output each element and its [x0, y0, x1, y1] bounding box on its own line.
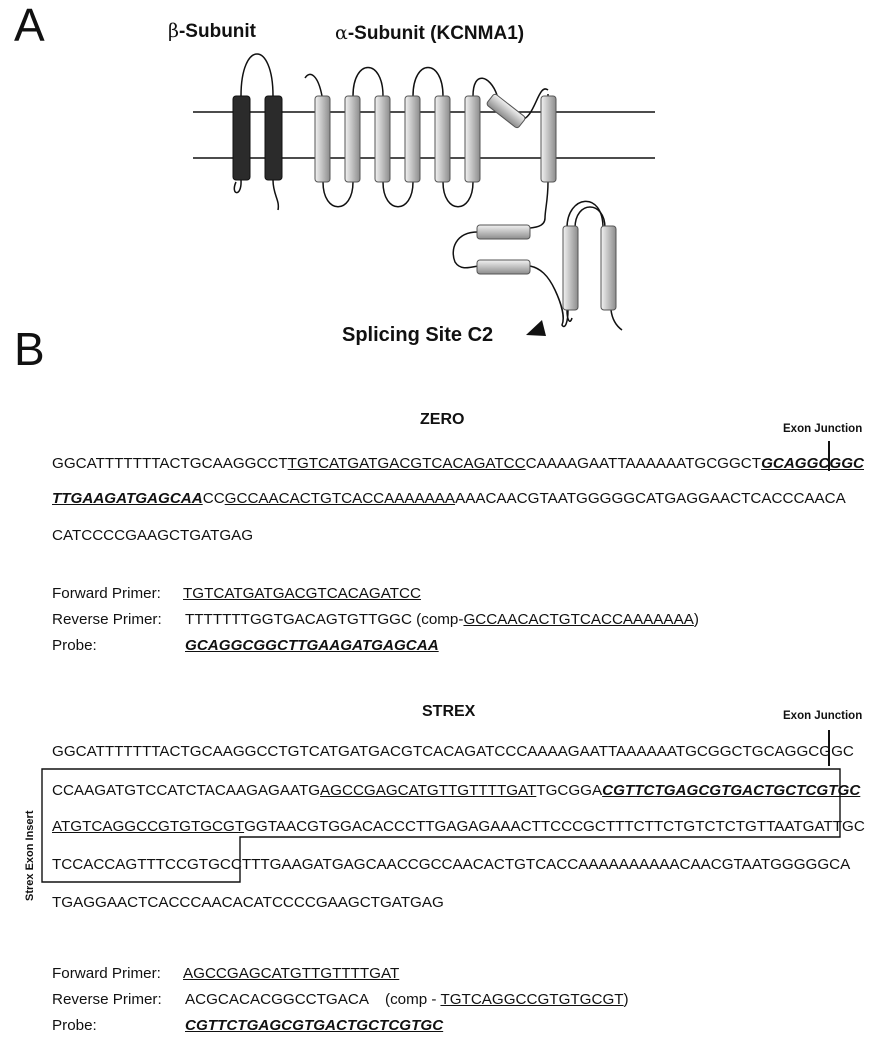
zero-probe-seq: GCAGGCGGCTTGAAGATGAGCAA [185, 637, 439, 654]
strex-seq-4b: TTGAAGATGAGCAACCGCCAACACTGTCACCAAAAAAAAA… [251, 856, 851, 873]
rck-helix-upper [476, 224, 531, 240]
zero-seq-line-2: TTGAAGATGAGCAACCGCCAACACTGTCACCAAAAAAAAA… [52, 490, 846, 507]
c-terminal-loops [452, 200, 623, 331]
zero-probe-site-1: GCAGGCGGC [761, 455, 865, 472]
alpha-helix-s4 [434, 95, 451, 183]
strex-forward-site: AGCCGAGCATGTTGTTTTGAT [320, 782, 537, 799]
zero-title: ZERO [420, 411, 465, 428]
c-term-helix-2 [600, 225, 617, 311]
zero-reverse-comp-prefix: (comp- [416, 611, 464, 628]
zero-exon-junction-mark [828, 441, 830, 471]
strex-title: STREX [422, 703, 476, 720]
beta-subunit-loops [233, 53, 280, 211]
zero-reverse-primer: Reverse Primer: TTTTTTTGGTGACAGTGTTGGC (c… [52, 611, 699, 628]
zero-exon-junction-label: Exon Junction [783, 423, 863, 435]
alpha-helix-s5 [464, 95, 481, 183]
c-terminal-top-loop [574, 206, 606, 229]
zero-forward-label: Forward Primer: [52, 585, 161, 602]
strex-exon-junction-mark [828, 730, 830, 766]
alpha-subunit-loops [304, 66, 549, 233]
beta-subunit-label: β-Subunit [168, 20, 256, 43]
strex-forward-label: Forward Primer: [52, 965, 161, 982]
panel-b-letter: B [14, 323, 45, 375]
alpha-subunit-text: -Subunit (KCNMA1) [347, 23, 525, 44]
alpha-subunit-label: α-Subunit (KCNMA1) [335, 22, 524, 45]
strex-seq-3c: GGTAACGTGGACACCCTTGAGAGAAACTTCCCGCTTTCTT… [244, 818, 865, 835]
zero-forward-seq: TGTCATGATGACGTCACAGATCC [183, 585, 421, 602]
strex-probe: Probe: CGTTCTGAGCGTGACTGCTCGTGC [52, 1017, 443, 1034]
strex-reverse-primer: Reverse Primer: ACGCACACGGCCTGACA (comp -… [52, 991, 629, 1008]
strex-seq-3a: A [52, 818, 62, 835]
alpha-helix-s6 [540, 95, 557, 183]
rck-helix-lower [476, 259, 531, 275]
zero-seq-2d: AAACAACGTAATGGGGGCATGAGGAACTCACCCAACA [455, 490, 846, 507]
alpha-symbol: α [335, 22, 348, 44]
zero-probe-site-2: TTGAAGATGAGCAA [52, 490, 203, 507]
splicing-site-arrowhead [526, 320, 546, 336]
strex-probe-label: Probe: [52, 1017, 97, 1034]
zero-seq-line-1: GGCATTTTTTTACTGCAAGGCCTTGTCATGATGACGTCAC… [52, 455, 864, 472]
strex-exon-junction-label: Exon Junction [783, 710, 863, 722]
strex-probe-site: CGTTCTGAGCGTGACTGCTCGTGC [602, 782, 861, 799]
strex-reverse-comp-prefix: (comp - [385, 991, 437, 1008]
zero-reverse-comp-suffix: ) [693, 611, 699, 628]
strex-seq-line-2: CCAAGATGTCCATCTACAAGAGAATGAGCCGAGCATGTTG… [52, 782, 860, 799]
zero-seq-2b: CC [202, 490, 225, 507]
panel-a-letter: A [14, 0, 45, 51]
strex-seq-line-4: TCCACCAGTTTCCGTGCCTTTGAAGATGAGCAACCGCCAA… [52, 856, 850, 873]
channel-topology-diagram [193, 53, 655, 336]
strex-reverse-label: Reverse Primer: [52, 991, 162, 1008]
strex-reverse-comp-suffix: ) [623, 991, 629, 1008]
alpha-helix-s3 [404, 95, 421, 183]
alpha-helix-s1 [344, 95, 361, 183]
strex-reverse-seq: ACGCACACGGCCTGACA [185, 991, 369, 1008]
zero-probe: Probe: GCAGGCGGCTTGAAGATGAGCAA [52, 637, 439, 654]
strex-seq-line-5: TGAGGAACTCACCCAACACATCCCCGAAGCTGATGAG [52, 894, 444, 911]
strex-seq-2c: TGCGGA [536, 782, 603, 799]
zero-forward-primer: Forward Primer: TGTCATGATGACGTCACAGATCC [52, 585, 421, 602]
strex-probe-seq: CGTTCTGAGCGTGACTGCTCGTGC [185, 1017, 444, 1034]
zero-reverse-comp-seq: GCCAACACTGTCACCAAAAAAA [463, 611, 694, 628]
zero-reverse-seq: TTTTTTTGGTGACAGTGTTGGC [185, 611, 412, 628]
beta-helix-1 [232, 95, 251, 181]
beta-helix-2 [264, 95, 283, 181]
zero-reverse-label: Reverse Primer: [52, 611, 162, 628]
strex-forward-seq: AGCCGAGCATGTTGTTTTGAT [183, 965, 400, 982]
alpha-helix-s0 [314, 95, 331, 183]
strex-insert-label: Strex Exon Insert [24, 810, 36, 901]
alpha-pore-helix [486, 93, 526, 129]
beta-symbol: β [168, 20, 179, 42]
beta-subunit-text: -Subunit [178, 21, 257, 42]
strex-seq-4a: TCCACCAGTTTCCGTGCCT [52, 856, 252, 873]
zero-reverse-site: GCCAACACTGTCACCAAAAAAA [224, 490, 456, 507]
zero-seq-1c: CAAAAGAATTAAAAAATGCGGCT [525, 455, 762, 472]
strex-reverse-comp-seq: TGTCAGGCCGTGTGCGT [440, 991, 624, 1008]
zero-seq-1a: GGCATTTTTTTACTGCAAGGCCT [52, 455, 288, 472]
strex-forward-primer: Forward Primer: AGCCGAGCATGTTGTTTTGAT [52, 965, 399, 982]
strex-reverse-site: TGTCAGGCCGTGTGCGT [61, 818, 245, 835]
c-term-helix-1 [562, 225, 579, 311]
alpha-helix-s2 [374, 95, 391, 183]
zero-probe-label: Probe: [52, 637, 97, 654]
strex-seq-line-3: ATGTCAGGCCGTGTGCGTGGTAACGTGGACACCCTTGAGA… [52, 818, 865, 835]
zero-forward-site: TGTCATGATGACGTCACAGATCC [287, 455, 526, 472]
zero-seq-line-3: CATCCCCGAAGCTGATGAG [52, 527, 254, 544]
splicing-site-label: Splicing Site C2 [342, 324, 494, 346]
strex-seq-2a: CCAAGATGTCCATCTACAAGAGAATG [52, 782, 321, 799]
strex-seq-line-1: GGCATTTTTTTACTGCAAGGCCTGTCATGATGACGTCACA… [52, 743, 854, 760]
